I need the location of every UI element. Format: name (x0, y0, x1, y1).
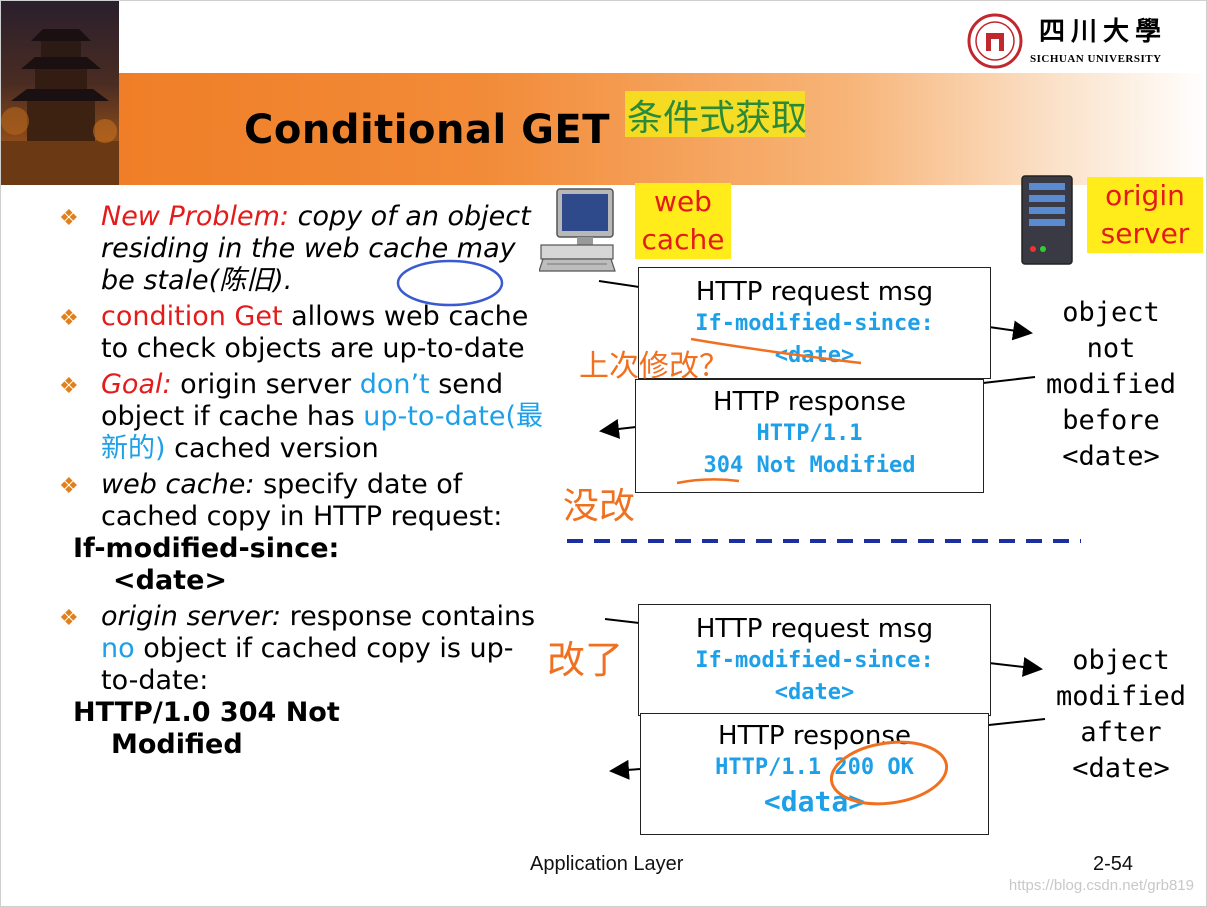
bullet-list: ❖ New Problem: copy of an object residin… (59, 201, 549, 765)
bullet-text: allows web cache to check objects are up… (101, 301, 529, 364)
bottom-request-box: HTTP request msg If-modified-since: <dat… (638, 604, 991, 716)
code-line: <date> (113, 565, 228, 596)
computer-icon (538, 188, 616, 272)
server-icon (1021, 175, 1073, 265)
top-response-box: HTTP response HTTP/1.1 304 Not Modified (635, 379, 984, 493)
top-request-box: HTTP request msg If-modified-since: <dat… (638, 267, 991, 379)
page-number: 2-54 (1093, 853, 1134, 875)
request-title: HTTP request msg (695, 277, 934, 307)
bullet-diamond-icon: ❖ (59, 306, 79, 331)
response-status-line: HTTP/1.1 200 OK (641, 752, 988, 784)
origin-server-label-line2: server (1100, 217, 1190, 250)
web-cache-computer (538, 187, 617, 277)
title-annotation: 条件式获取 (627, 98, 808, 139)
bullet-diamond-icon: ❖ (59, 474, 79, 499)
bullet-text: copy of an object residing in the web ca… (101, 201, 531, 296)
note-line: not (1086, 333, 1136, 364)
bullet-item: ❖ Goal: origin server don’t send object … (59, 369, 549, 465)
bullet-diamond-icon: ❖ (59, 206, 79, 231)
bullet-item: ❖ origin server: response contains no ob… (59, 601, 549, 761)
bullet-lead: New Problem: (101, 201, 290, 232)
code-line: HTTP/1.0 304 Not (73, 697, 340, 728)
request-date: <date> (774, 343, 855, 368)
web-cache-label-line2: cache (641, 223, 725, 256)
bullet-text: object if cached copy is up-to-date: (101, 633, 514, 696)
origin-server-label-line1: origin (1105, 179, 1185, 212)
note-line: before (1062, 405, 1160, 436)
note-line: <date> (1062, 441, 1160, 472)
code-line: If-modified-since: (73, 533, 340, 564)
pagoda-icon (1, 29, 119, 185)
request-header: If-modified-since: (695, 648, 934, 673)
bullet-text: cached version (165, 433, 379, 464)
watermark: https://blog.csdn.net/grb819 (1008, 877, 1194, 894)
bullet-diamond-icon: ❖ (59, 374, 79, 399)
response-body: <data> (763, 785, 866, 818)
bullet-highlight: don’t (359, 369, 430, 400)
bullet-item: ❖ New Problem: copy of an object residin… (59, 201, 549, 297)
slide-title: Conditional GET (244, 107, 611, 153)
university-seal-icon (967, 13, 1023, 69)
bottom-note: object modified after <date> (1051, 643, 1191, 787)
title-banner (1, 73, 1206, 185)
title-highlight (625, 91, 805, 137)
top-note: object not modified before <date> (1041, 295, 1181, 475)
bullet-text: send object if cache has (101, 369, 504, 432)
response-status: 304 Not Modified (703, 453, 916, 478)
university-name-cn: 四川大學 (1039, 17, 1168, 47)
response-status: 200 OK (834, 755, 914, 780)
code-line: Modified (111, 729, 243, 760)
response-version: HTTP/1.1 (756, 421, 863, 446)
bullet-item: ❖ condition Get allows web cache to chec… (59, 301, 549, 365)
handwritten-note: 没改 (563, 486, 636, 527)
web-cache-label: web cache (635, 183, 731, 259)
pagoda-image (1, 1, 119, 185)
request-date: <date> (774, 680, 855, 705)
note-line: after (1080, 717, 1162, 748)
bullet-highlight: no (101, 633, 135, 664)
bullet-diamond-icon: ❖ (59, 606, 79, 631)
handwritten-note: 上次修改？ (579, 349, 729, 384)
bullet-item: ❖ web cache: specify date of cached copy… (59, 469, 549, 597)
bullet-lead: Goal: (101, 369, 172, 400)
response-title: HTTP response (718, 721, 911, 751)
note-line: modified (1055, 681, 1187, 712)
bullet-highlight: up-to-date(最新的) (101, 401, 543, 464)
note-line: modified (1045, 369, 1177, 400)
origin-server-machine (1019, 173, 1077, 271)
bottom-response-box: HTTP response HTTP/1.1 200 OK <data> (640, 713, 989, 835)
bullet-lead: web cache: (101, 469, 255, 500)
response-title: HTTP response (713, 387, 906, 417)
footer-label: Application Layer (530, 853, 684, 875)
bullet-lead: condition Get (101, 301, 283, 332)
university-name-en: SICHUAN UNIVERSITY (1030, 53, 1162, 65)
bullet-text: origin server (171, 369, 360, 400)
university-logo (967, 13, 1023, 73)
request-title: HTTP request msg (695, 614, 934, 644)
handwritten-note: 改了 (547, 638, 624, 682)
bullet-text: response contains (281, 601, 536, 632)
bullet-text: specify date of cached copy in HTTP requ… (101, 469, 503, 532)
web-cache-label-line1: web (654, 185, 712, 218)
request-header: If-modified-since: (695, 311, 934, 336)
note-line: object (1072, 645, 1170, 676)
bullet-lead: origin server: (101, 601, 282, 632)
response-version: HTTP/1.1 (715, 755, 822, 780)
origin-server-label: origin server (1087, 177, 1203, 253)
note-line: object (1062, 297, 1160, 328)
note-line: <date> (1072, 753, 1170, 784)
